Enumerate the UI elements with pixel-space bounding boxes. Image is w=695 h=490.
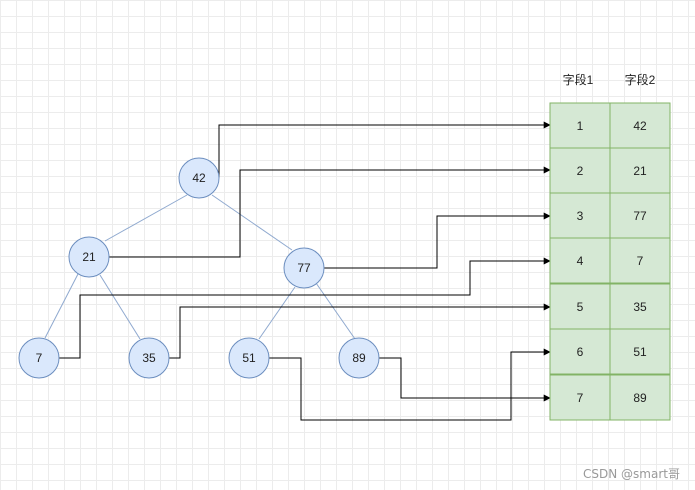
cell-value: 7	[637, 254, 644, 268]
tree-node-label: 42	[192, 171, 206, 185]
connector-7-row4	[59, 257, 551, 359]
table-cell-field1[interactable]: 2	[549, 147, 611, 194]
table-cell-field1[interactable]: 7	[549, 374, 611, 421]
cell-value: 1	[577, 119, 584, 133]
table-cell-field2[interactable]: 51	[609, 328, 671, 375]
cell-value: 77	[633, 209, 647, 223]
tree-nodes: 42 21 77 7 35 51 89	[18, 157, 380, 379]
tree-node-label: 35	[142, 351, 156, 365]
tree-node-label: 51	[242, 351, 256, 365]
connectors	[59, 121, 551, 421]
table-header: 字段1 字段2	[563, 72, 656, 87]
edge-42-21	[104, 194, 188, 242]
column-header-field1: 字段1	[563, 72, 594, 87]
cell-value: 35	[633, 300, 647, 314]
tree-node-42[interactable]: 42	[178, 157, 220, 199]
edge-77-89	[315, 282, 356, 340]
edge-42-77	[211, 194, 293, 251]
tree-node-7[interactable]: 7	[18, 337, 60, 379]
table-cell-field2[interactable]: 21	[609, 147, 671, 194]
table-cell-field2[interactable]: 35	[609, 283, 671, 330]
edge-21-35	[99, 274, 141, 340]
table: 1 42 2 21 3 77 4 7 5 35 6 51 7 89	[549, 102, 671, 421]
tree-node-51[interactable]: 51	[228, 337, 270, 379]
cell-value: 4	[577, 254, 584, 268]
watermark: CSDN @smart哥	[583, 467, 680, 481]
cell-value: 3	[577, 209, 584, 223]
cell-value: 51	[633, 345, 647, 359]
connector-51-row6	[269, 348, 551, 421]
tree-node-35[interactable]: 35	[128, 337, 170, 379]
table-cell-field1[interactable]: 6	[549, 328, 611, 375]
table-row[interactable]: 3 77	[549, 192, 671, 239]
cell-value: 7	[577, 391, 584, 405]
connector-77-row3	[324, 212, 551, 269]
edge-21-7	[44, 273, 79, 339]
table-row[interactable]: 7 89	[549, 374, 671, 421]
table-cell-field2[interactable]: 89	[609, 374, 671, 421]
tree-node-label: 21	[82, 250, 96, 264]
connector-35-row5	[169, 303, 551, 359]
edge-77-51	[258, 286, 296, 340]
table-cell-field1[interactable]: 3	[549, 192, 611, 239]
table-cell-field1[interactable]: 5	[549, 283, 611, 330]
cell-value: 21	[633, 164, 647, 178]
table-cell-field1[interactable]: 1	[549, 102, 611, 149]
tree-edges	[44, 194, 356, 340]
tree-node-label: 7	[36, 351, 43, 365]
connector-89-row7	[379, 357, 551, 402]
cell-value: 2	[577, 164, 584, 178]
table-cell-field2[interactable]: 77	[609, 192, 671, 239]
connector-42-row1	[218, 121, 551, 178]
table-cell-field2[interactable]: 7	[609, 237, 671, 284]
table-cell-field2[interactable]: 42	[609, 102, 671, 149]
tree-node-21[interactable]: 21	[68, 236, 110, 278]
tree-node-label: 77	[297, 261, 311, 275]
table-row[interactable]: 4 7	[549, 237, 671, 284]
tree-node-77[interactable]: 77	[283, 247, 325, 289]
cell-value: 5	[577, 300, 584, 314]
cell-value: 6	[577, 345, 584, 359]
table-row[interactable]: 6 51	[549, 328, 671, 375]
tree-node-89[interactable]: 89	[338, 337, 380, 379]
table-row[interactable]: 2 21	[549, 147, 671, 194]
table-row[interactable]: 1 42	[549, 102, 671, 149]
cell-value: 89	[633, 391, 647, 405]
tree-node-label: 89	[352, 351, 366, 365]
table-row[interactable]: 5 35	[549, 283, 671, 330]
table-cell-field1[interactable]: 4	[549, 237, 611, 284]
cell-value: 42	[633, 119, 647, 133]
connector-21-row2	[109, 166, 551, 258]
column-header-field2: 字段2	[625, 72, 656, 87]
